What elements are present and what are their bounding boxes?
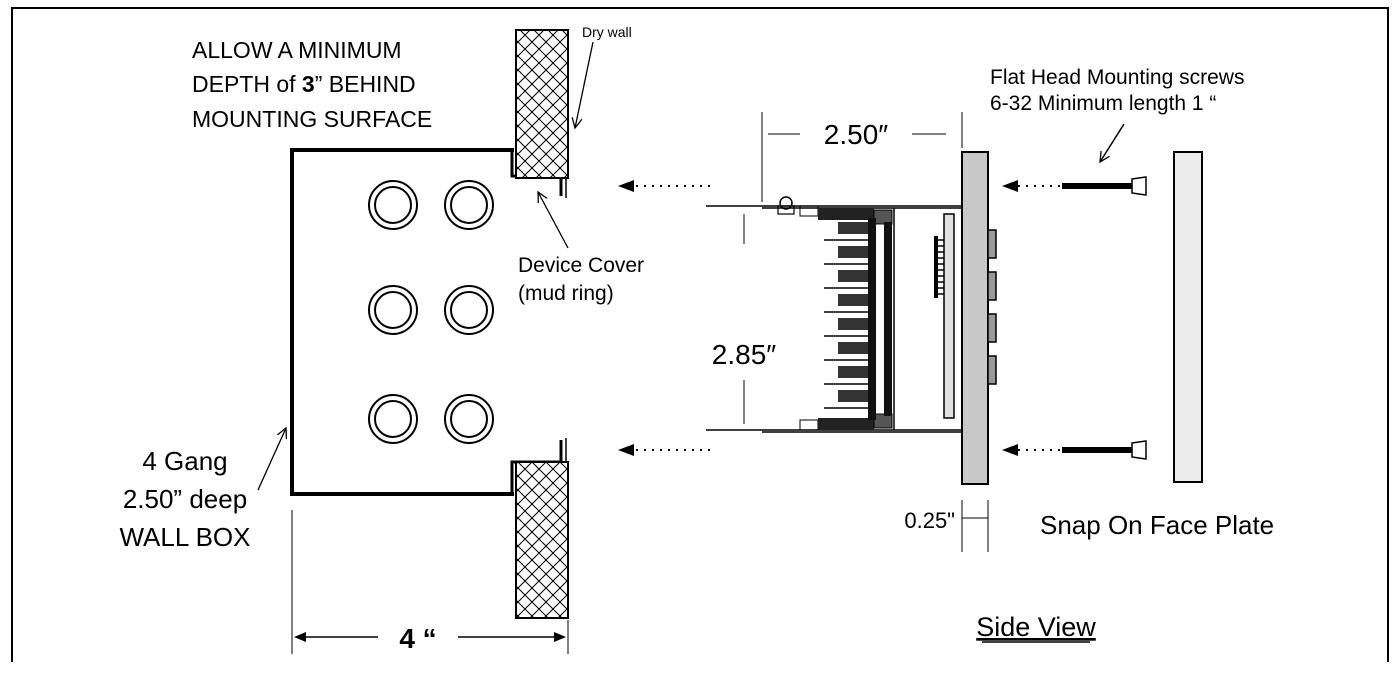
device-depth-label: 2.50″ xyxy=(824,119,888,150)
knockout-hole xyxy=(368,285,418,335)
dry-wall-label: Dry wall xyxy=(582,24,632,40)
wall-box-leader xyxy=(257,428,286,491)
plate-thickness-dimension: 0.25" xyxy=(904,500,989,552)
plate-thickness-label: 0.25" xyxy=(904,508,955,533)
svg-text:2.50” deep: 2.50” deep xyxy=(123,484,247,514)
diagram-border xyxy=(11,7,1389,662)
mounting-screws xyxy=(1002,176,1147,460)
svg-text:4 Gang: 4 Gang xyxy=(142,446,227,476)
knockout-hole xyxy=(444,285,494,335)
svg-text:Flat Head Mounting screws: Flat Head Mounting screws xyxy=(990,66,1244,89)
dry-wall-leader xyxy=(575,41,594,128)
view-title: Side View xyxy=(976,612,1096,642)
width-dimension: 4 “ xyxy=(291,510,569,654)
minimum-depth-line-1: ALLOW A MINIMUM xyxy=(192,37,402,63)
snap-on-face-plate xyxy=(1173,151,1203,483)
screws-label: Flat Head Mounting screws 6-32 Minimum l… xyxy=(990,66,1244,115)
wall-box xyxy=(290,148,567,496)
svg-text:Device Cover: Device Cover xyxy=(518,254,644,277)
svg-text:(mud ring): (mud ring) xyxy=(518,282,614,305)
knockout-hole xyxy=(368,394,418,444)
screws-leader xyxy=(1100,123,1125,162)
svg-text:WALL BOX: WALL BOX xyxy=(119,522,250,552)
face-plate-label: Snap On Face Plate xyxy=(1040,510,1274,540)
drywall xyxy=(515,29,569,619)
knockout-hole xyxy=(444,180,494,230)
device-cover-leader xyxy=(538,192,569,249)
device-height-label: 2.85″ xyxy=(712,339,776,370)
svg-text:6-32 Minimum length 1 “: 6-32 Minimum length 1 “ xyxy=(990,92,1216,115)
minimum-depth-line-2: DEPTH of 3” BEHIND xyxy=(192,71,416,97)
knockout-hole xyxy=(368,180,418,230)
wall-box-label: 4 Gang 2.50” deep WALL BOX xyxy=(119,446,250,552)
minimum-depth-note: ALLOW A MINIMUM DEPTH of 3” BEHIND MOUNT… xyxy=(192,37,432,132)
width-dimension-label: 4 “ xyxy=(399,623,436,654)
minimum-depth-line-3: MOUNTING SURFACE xyxy=(192,106,432,132)
device-cover-label: Device Cover (mud ring) xyxy=(518,254,644,305)
knockout-hole xyxy=(444,394,494,444)
device-depth-dimension: 2.50″ xyxy=(761,112,963,202)
device-assembly xyxy=(706,151,997,485)
insert-direction-arrows xyxy=(618,180,710,456)
knockout-holes xyxy=(368,180,494,444)
device-height-dimension: 2.85″ xyxy=(712,214,776,424)
